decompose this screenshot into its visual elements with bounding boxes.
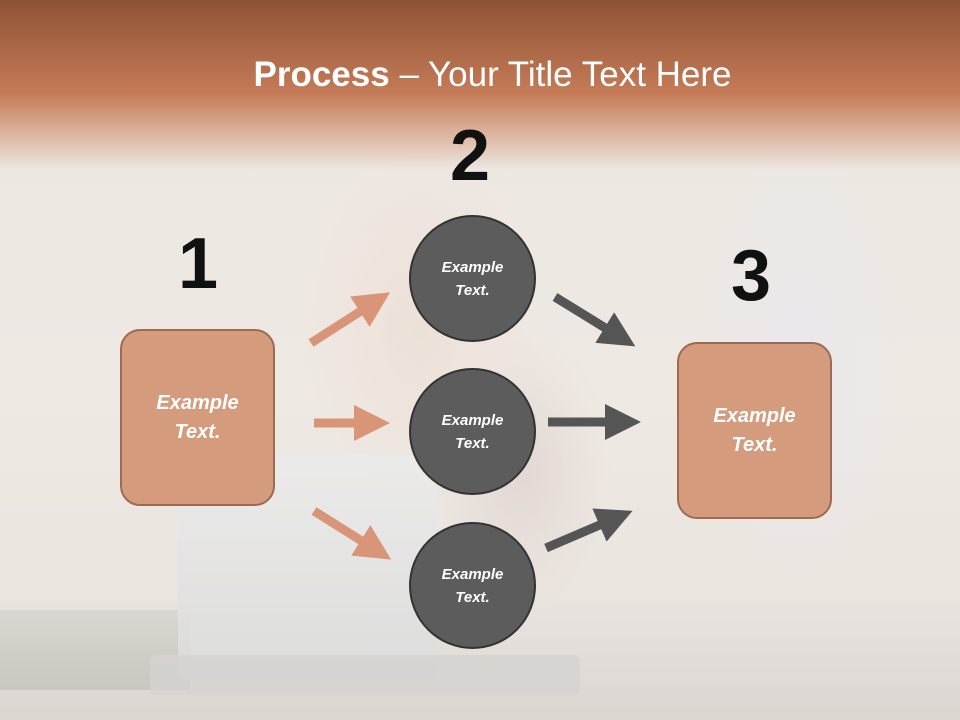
laptop-base bbox=[150, 655, 580, 695]
step-2-circle-bottom: Example Text. bbox=[409, 522, 536, 649]
step-number-1: 1 bbox=[178, 224, 219, 304]
arrow-bottom-to-3 bbox=[544, 508, 633, 553]
step-2-circle-middle: Example Text. bbox=[409, 368, 536, 495]
title-bold: Process bbox=[253, 55, 390, 94]
arrow-1-to-bottom bbox=[311, 507, 392, 560]
title-rest: – Your Title Text Here bbox=[389, 55, 732, 94]
slide-title: Process – Your Title Text Here bbox=[0, 54, 960, 96]
step-number-3: 3 bbox=[731, 236, 772, 316]
header-band bbox=[0, 0, 960, 170]
arrow-top-to-3 bbox=[552, 293, 636, 347]
step-1-box: Example Text. bbox=[120, 329, 275, 506]
step-2-circle-top: Example Text. bbox=[409, 215, 536, 342]
step-number-2: 2 bbox=[450, 116, 491, 196]
arrow-1-to-top bbox=[308, 292, 391, 347]
step-3-box: Example Text. bbox=[677, 342, 832, 519]
